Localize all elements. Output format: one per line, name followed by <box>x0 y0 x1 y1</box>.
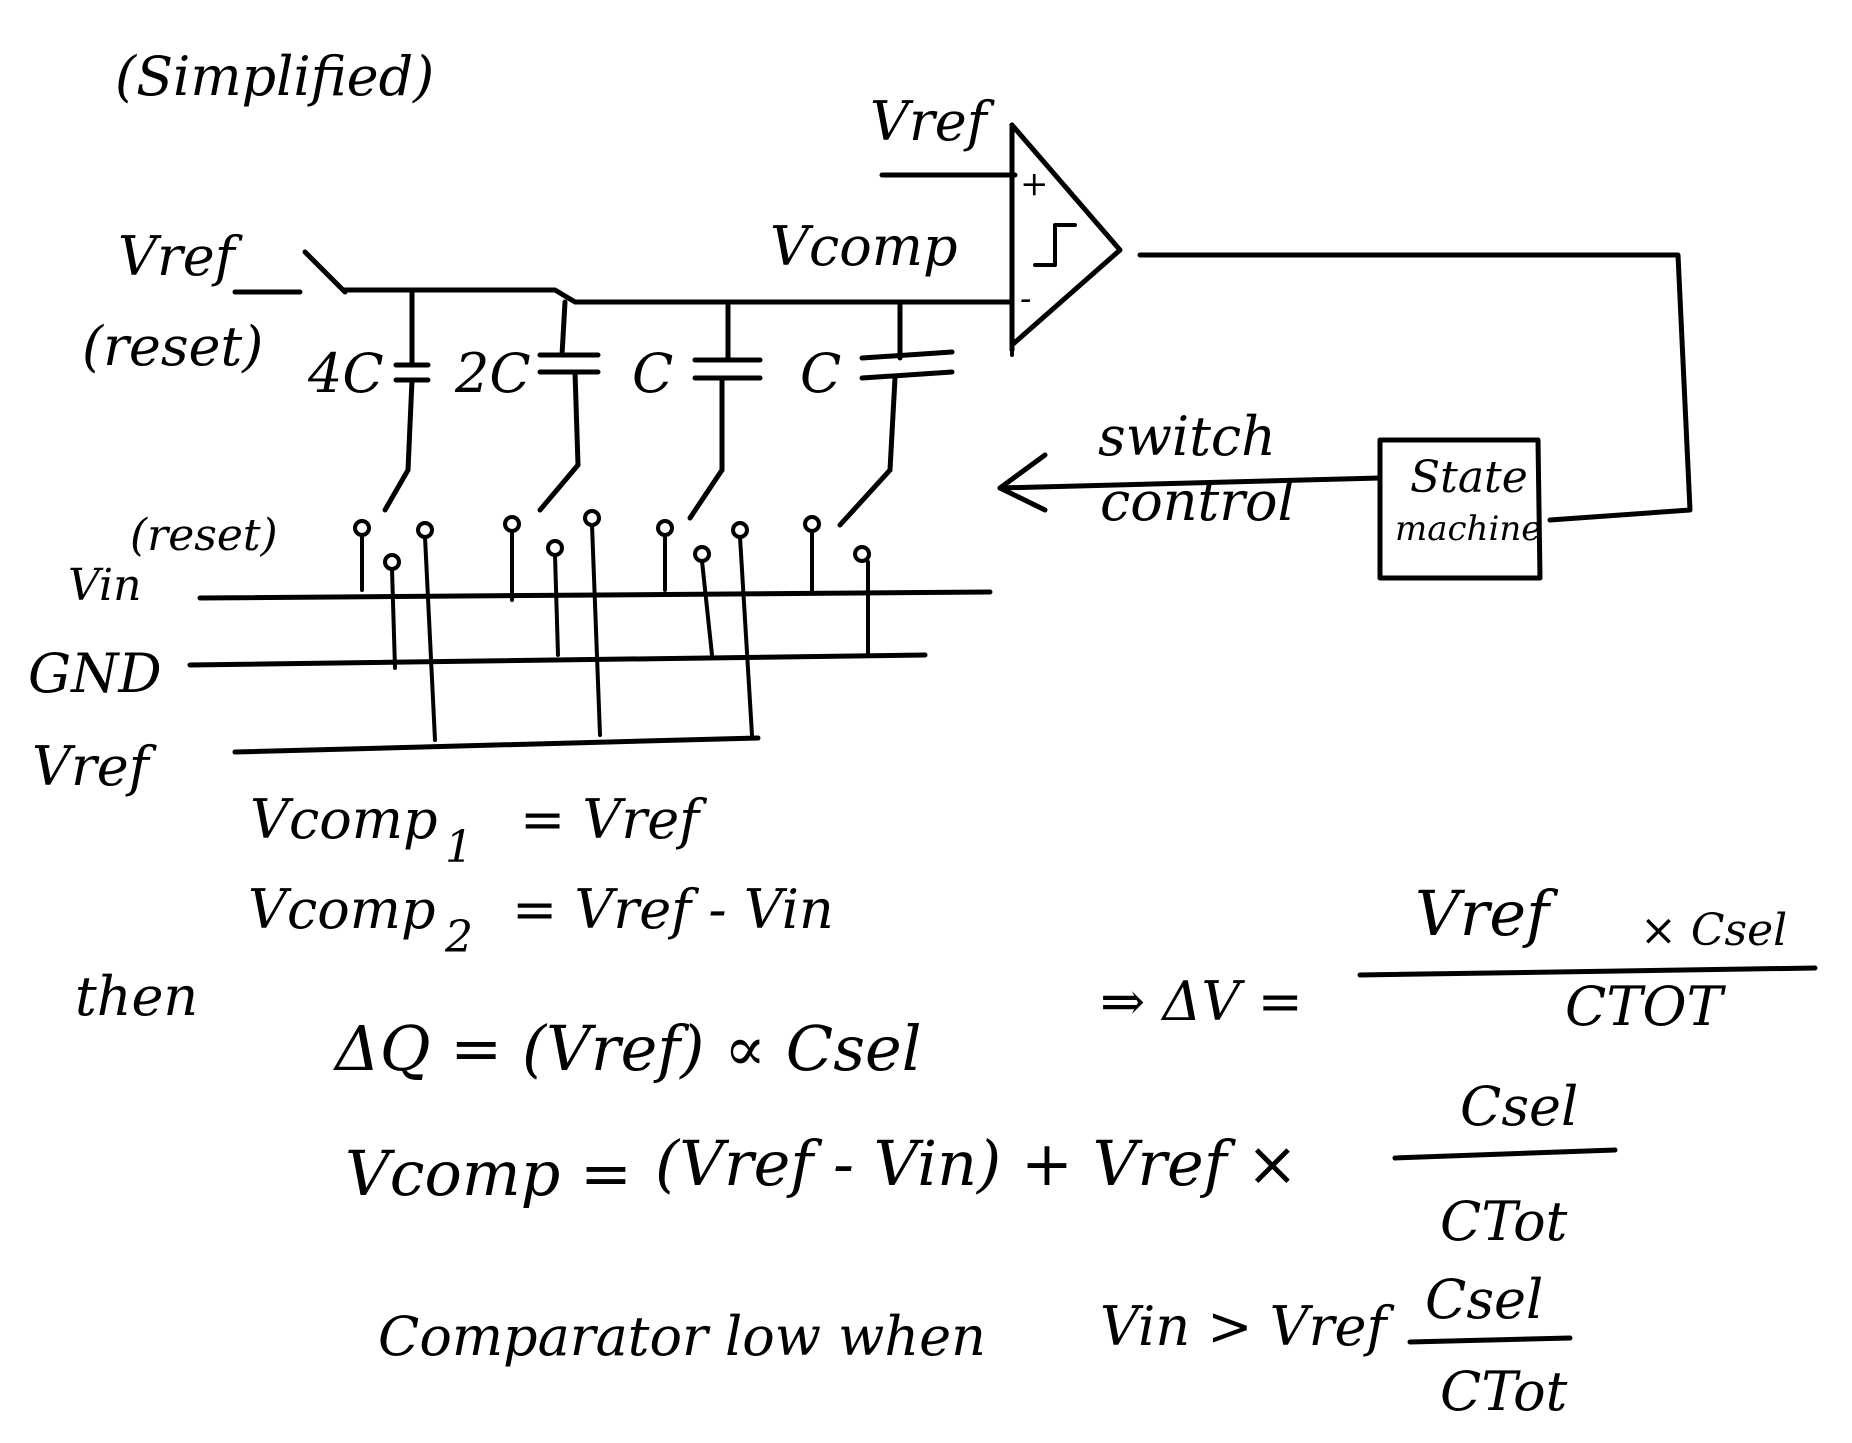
label-rail-vin: Vin <box>68 560 141 611</box>
wire-comp-out <box>1137 252 1693 523</box>
label-control: control <box>1100 470 1295 533</box>
eq-vcomp2-sub: 2 <box>444 912 473 963</box>
label-vref-reset: Vref <box>118 225 243 288</box>
state-machine-label-1: State <box>1410 452 1528 503</box>
eq-comparator-cond: Vin > Vref <box>1100 1295 1394 1358</box>
eq-then: then <box>75 965 198 1028</box>
eq-dq: ΔQ = (Vref) ∝ Csel <box>333 1012 922 1085</box>
rail-vref <box>232 735 761 755</box>
eq-dv-num: Vref <box>1415 877 1559 950</box>
capacitor-4c: 4C <box>307 289 431 473</box>
label-vcomp: Vcomp <box>770 215 958 278</box>
label-2c: 2C <box>454 342 531 405</box>
switch-blade-2c <box>537 462 581 513</box>
capacitor-c-1: C <box>632 299 763 473</box>
eq-comparator-den: CTot <box>1440 1360 1568 1423</box>
eq-vcomp2-rhs: = Vref - Vin <box>512 878 834 941</box>
eq-dv-arrow: ⇒ ΔV = <box>1100 970 1303 1033</box>
eq-dv-den: CTOT <box>1565 975 1727 1038</box>
eq-dv-bar <box>1357 965 1818 978</box>
switch-blade-c-1 <box>687 467 725 521</box>
eq-vcomp-bar <box>1392 1147 1618 1161</box>
state-machine-label-2: machine <box>1395 509 1541 549</box>
comparator: + - <box>1009 122 1123 357</box>
eq-comparator-bar <box>1407 1335 1573 1345</box>
eq-vcomp1-sub: 1 <box>445 822 473 873</box>
switch-blade-c-2 <box>837 467 893 528</box>
comparator-minus: - <box>1020 279 1032 319</box>
eq-vcomp1-lhs: Vcomp <box>250 788 438 851</box>
eq-vcomp-num: Csel <box>1460 1075 1578 1138</box>
label-c-2: C <box>800 342 841 405</box>
wire-vcomp-node <box>342 287 1015 305</box>
eq-vcomp-den: CTot <box>1440 1190 1568 1253</box>
label-switch: switch <box>1098 405 1276 468</box>
rail-vin <box>197 589 993 601</box>
capacitor-2c: 2C <box>454 299 601 468</box>
label-vref-top: Vref <box>870 90 995 153</box>
eq-vcomp-lhs: Vcomp = <box>345 1137 632 1210</box>
label-4c: 4C <box>307 342 384 405</box>
switch-contacts <box>353 509 871 742</box>
comparator-plus: + <box>1020 164 1049 204</box>
eq-dv-mult: × Csel <box>1640 905 1787 956</box>
label-rail-vref: Vref <box>32 735 157 798</box>
switch-blade-4c <box>382 467 411 513</box>
label-c-1: C <box>632 342 673 405</box>
reset-switch-blade <box>302 249 348 295</box>
capacitor-c-2: C <box>800 299 955 473</box>
label-reset-note: (reset) <box>82 315 263 378</box>
eq-vcomp2-lhs: Vcomp <box>248 878 436 941</box>
rail-gnd <box>187 652 928 668</box>
equations: Vcomp 1 = Vref Vcomp 2 = Vref - Vin then… <box>75 788 1818 1423</box>
diagram-title: (Simplified) <box>115 45 434 108</box>
arrow-head-switch-control <box>997 452 1048 513</box>
eq-vcomp1-rhs: = Vref <box>520 788 707 851</box>
eq-vcomp-mid: (Vref - Vin) + Vref × <box>655 1127 1298 1200</box>
rails <box>187 589 993 755</box>
wire-switch-control <box>997 475 1383 491</box>
label-rail-vin-reset: (reset) <box>130 510 278 561</box>
label-rail-gnd: GND <box>28 642 162 705</box>
state-machine: State machine <box>1377 437 1543 581</box>
eq-comparator-text: Comparator low when <box>378 1305 986 1368</box>
eq-comparator-num: Csel <box>1425 1268 1543 1331</box>
